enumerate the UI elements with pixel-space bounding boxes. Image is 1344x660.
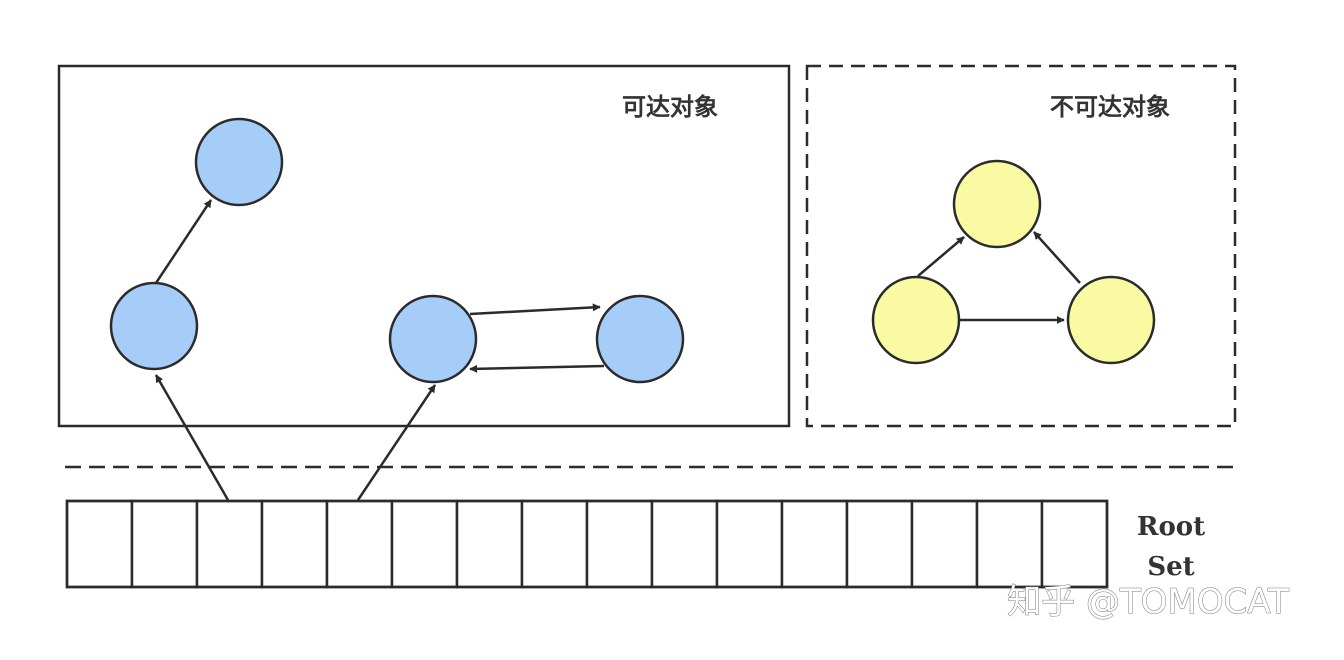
unreachable-objects-box (805, 64, 1237, 428)
root-set-cell (390, 499, 459, 589)
edge-right-to-mid (469, 364, 605, 373)
root-set-label-line1: Root (1137, 512, 1205, 542)
root-set-cell (260, 499, 329, 589)
root-set-cell (130, 499, 199, 589)
reachable-objects-label: 可达对象 (622, 93, 718, 121)
reachable-node-top (194, 117, 284, 207)
root-set-cell (1040, 499, 1109, 589)
root-set-cell (715, 499, 784, 589)
reachable-node-left (109, 281, 199, 371)
watermark: 知乎 @TOMOCAT (1007, 582, 1289, 622)
edge-yleft-to-ytop (917, 236, 965, 277)
unreachable-node-left (871, 275, 961, 365)
unreachable-node-right (1066, 275, 1156, 365)
root-set-cell (65, 499, 134, 589)
root-set-cell (975, 499, 1044, 589)
root-set-cell (585, 499, 654, 589)
root-set-cell (650, 499, 719, 589)
root-set-cell (845, 499, 914, 589)
root-set-cell (455, 499, 524, 589)
root-set-label-line2: Set (1147, 552, 1194, 582)
root-set-cell (910, 499, 979, 589)
root-set-array (65, 499, 1109, 589)
reachable-objects-box (57, 64, 791, 428)
edge-root-to-mid-node (356, 384, 437, 501)
unreachable-objects-label: 不可达对象 (1050, 93, 1170, 121)
edge-left-to-top (154, 199, 213, 284)
root-set-outline (65, 499, 1109, 589)
reachable-node-right (595, 294, 685, 384)
edge-root-to-left-node (154, 374, 230, 501)
root-set-cell (325, 499, 394, 589)
edge-mid-to-right (469, 303, 601, 316)
edge-yright-to-ytop (1033, 231, 1081, 284)
root-set-cell (195, 499, 264, 589)
root-set-cell (520, 499, 589, 589)
unreachable-node-top (952, 159, 1042, 249)
root-set-cell (780, 499, 849, 589)
reachable-node-mid (388, 294, 478, 384)
